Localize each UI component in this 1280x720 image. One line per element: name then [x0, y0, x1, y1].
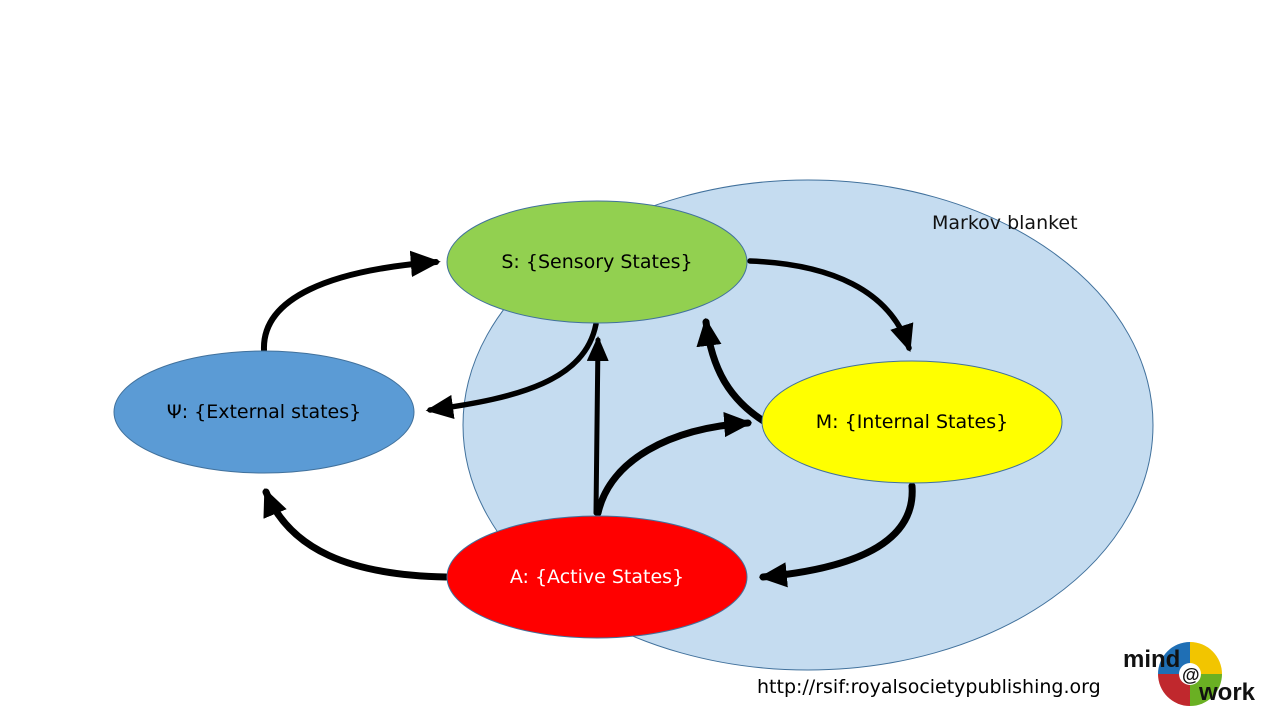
logo-wheel-center — [1179, 663, 1201, 685]
markov-blanket-label: Markov blanket — [932, 212, 1078, 234]
node-external: Ψ: {External states} — [113, 350, 415, 474]
logo-wheel-yellow — [1190, 642, 1222, 674]
external-label: Ψ: {External states} — [167, 401, 361, 423]
active-label: A: {Active States} — [510, 566, 684, 588]
logo-wheel-red — [1158, 674, 1190, 706]
arrow-external-to-sensory — [260, 250, 441, 353]
sensory-ellipse — [446, 200, 748, 324]
arrow-internal-to-sensory — [696, 317, 769, 426]
node-sensory: S: {Sensory States} — [446, 200, 748, 324]
mind-at-work-logo: mind @ work — [1123, 642, 1256, 706]
arrow-internal-to-active — [758, 482, 916, 588]
arrow-active-to-external — [262, 488, 450, 581]
logo-wheel-blue — [1158, 642, 1190, 674]
logo-wheel-green — [1190, 674, 1222, 706]
logo-mind-text: mind — [1123, 646, 1180, 673]
internal-label: M: {Internal States} — [816, 411, 1008, 433]
sensory-label: S: {Sensory States} — [501, 251, 692, 273]
logo-at-text: @ — [1182, 665, 1200, 685]
source-url: http://rsif:royalsocietypublishing.org — [757, 676, 1101, 698]
arrow-sensory-to-internal — [747, 258, 914, 353]
internal-ellipse — [761, 360, 1063, 484]
arrows — [260, 250, 916, 588]
node-internal: M: {Internal States} — [761, 360, 1063, 484]
logo-work-text: work — [1198, 679, 1256, 706]
active-ellipse — [446, 515, 748, 639]
arrow-active-to-sensory — [586, 336, 609, 516]
node-active: A: {Active States} — [446, 515, 748, 639]
arrow-active-to-internal — [594, 411, 753, 517]
external-ellipse — [113, 350, 415, 474]
